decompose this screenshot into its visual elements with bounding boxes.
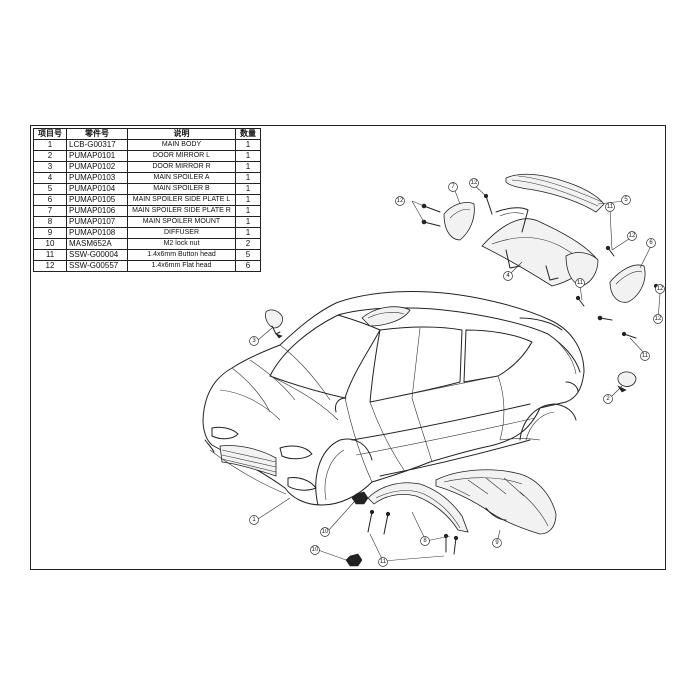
svg-text:5: 5 xyxy=(624,197,628,203)
svg-text:11: 11 xyxy=(577,280,584,286)
part-quantity: 6 xyxy=(235,260,261,272)
main-body xyxy=(202,291,585,506)
callout-12c: 12 xyxy=(627,231,637,241)
door-mirror-left xyxy=(617,371,637,393)
spoiler-end-plate xyxy=(565,252,599,287)
callout-12d: 12 xyxy=(653,314,663,324)
callout-4: 4 xyxy=(503,271,513,281)
svg-text:11: 11 xyxy=(380,559,387,565)
svg-text:1: 1 xyxy=(252,517,256,523)
svg-text:12: 12 xyxy=(657,286,664,292)
main-spoiler-side-plate-left xyxy=(609,264,646,303)
part-description: 1.4x6mm Flat head xyxy=(127,260,236,272)
svg-text:7: 7 xyxy=(451,184,455,190)
svg-text:12: 12 xyxy=(655,316,662,322)
callout-12b: 12 xyxy=(469,178,479,188)
svg-text:3: 3 xyxy=(252,338,256,344)
callout-5: 5 xyxy=(621,195,631,205)
door-mirror-right xyxy=(265,309,283,339)
item-number: 12 xyxy=(33,260,67,272)
parts-table-header-row: 项目号 零件号 说明 数量 xyxy=(33,128,261,140)
main-spoiler-mount xyxy=(367,482,469,533)
callout-8: 8 xyxy=(420,536,430,546)
svg-text:12: 12 xyxy=(471,180,478,186)
callout-7: 7 xyxy=(448,182,458,192)
callout-11a: 11 xyxy=(378,557,388,567)
svg-text:6: 6 xyxy=(649,240,653,246)
svg-text:10: 10 xyxy=(322,529,329,535)
screws xyxy=(367,193,663,555)
callout-11d: 11 xyxy=(640,351,650,361)
callout-2: 2 xyxy=(603,394,613,404)
lock-nuts xyxy=(345,491,369,567)
callout-11b: 11 xyxy=(575,278,585,288)
callout-10a: 10 xyxy=(320,527,330,537)
svg-text:10: 10 xyxy=(312,547,319,553)
callout-3: 3 xyxy=(249,336,259,346)
callout-6: 6 xyxy=(646,238,656,248)
diffuser xyxy=(435,469,557,535)
callout-9: 9 xyxy=(492,538,502,548)
svg-text:8: 8 xyxy=(423,538,427,544)
svg-text:12: 12 xyxy=(397,198,404,204)
callout-1: 1 xyxy=(249,515,259,525)
main-spoiler-side-plate-right xyxy=(443,202,475,241)
part-quantity: 2 xyxy=(235,238,261,250)
svg-text:4: 4 xyxy=(506,273,510,279)
main-spoiler-b xyxy=(505,174,605,213)
svg-text:11: 11 xyxy=(642,353,649,359)
svg-text:11: 11 xyxy=(607,204,614,210)
callout-10b: 10 xyxy=(310,545,320,555)
svg-text:2: 2 xyxy=(606,396,610,402)
svg-text:9: 9 xyxy=(495,540,499,546)
callout-12a: 12 xyxy=(395,196,405,206)
callout-11c: 11 xyxy=(605,202,615,212)
svg-text:12: 12 xyxy=(629,233,636,239)
callout-12e: 12 xyxy=(655,284,665,294)
drawing-frame xyxy=(30,125,666,570)
